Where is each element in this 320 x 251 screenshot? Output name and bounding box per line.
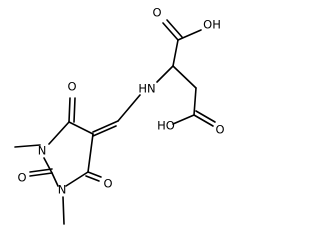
bond-c6-o-b xyxy=(85,175,100,182)
label-o-ring-bottom: O xyxy=(103,177,112,191)
bond-ca-cb xyxy=(172,65,197,89)
bond-c-o-bottom-double-a xyxy=(193,114,214,127)
bond-n1-c2 xyxy=(43,157,53,174)
label-n-ring-1: N xyxy=(38,144,47,158)
bond-c6-o-a xyxy=(87,171,102,178)
bond-cb-cooh xyxy=(193,87,197,116)
bond-n3-methyl xyxy=(62,196,65,225)
label-n-ring-3: N xyxy=(58,183,67,197)
bond-c4-n1 xyxy=(48,121,70,145)
bond-c-oh-top xyxy=(177,29,202,41)
label-o-top-carbonyl: O xyxy=(152,6,161,20)
bond-c-oh-bottom xyxy=(172,114,195,125)
bond-c6-c5 xyxy=(87,133,94,173)
molecule-structure: OH O HN HO O O N O N O xyxy=(14,6,225,225)
label-oh-bottom: HO xyxy=(157,119,175,133)
label-o-bottom-carbonyl: O xyxy=(215,123,224,137)
label-o-ring-top: O xyxy=(67,80,76,94)
label-oh-top: OH xyxy=(203,18,221,32)
bond-c2-o-b xyxy=(29,168,53,173)
bond-ca-nh xyxy=(156,65,174,83)
bond-nh-ch xyxy=(117,94,141,122)
bond-n3-c6 xyxy=(65,171,89,187)
bond-ch-c5-a xyxy=(92,120,119,133)
bond-ch-c5-b xyxy=(92,125,117,137)
bond-c-o-bottom-double-b xyxy=(195,110,216,123)
bond-c5-c4 xyxy=(68,121,94,135)
bond-c4-o-a xyxy=(68,97,71,123)
label-nh: HN xyxy=(138,82,155,96)
bond-c-cooh-top xyxy=(172,39,179,67)
bond-c4-o-b xyxy=(73,97,76,123)
bond-c2-n3 xyxy=(51,172,59,187)
bond-n1-methyl xyxy=(14,144,41,148)
bond-c-o-top-double-a xyxy=(162,22,179,41)
bond-c2-o-a xyxy=(29,172,53,177)
bond-c-o-top-double-b xyxy=(166,19,183,38)
label-o-ring-c2: O xyxy=(17,171,26,185)
